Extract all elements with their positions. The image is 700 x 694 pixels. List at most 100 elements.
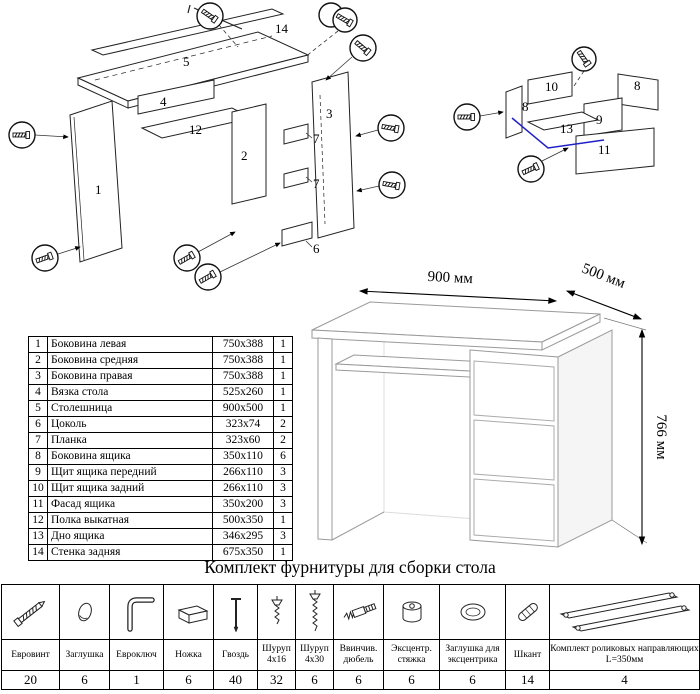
part-label: 3: [326, 106, 333, 121]
leg-icon: [177, 605, 208, 624]
hw-item-qty: 6: [163, 670, 214, 690]
part-size: 350x200: [212, 496, 274, 513]
part-label: 8: [522, 99, 529, 114]
desk-exploded-diagram: [69, 4, 355, 263]
hw-item-qty: 6: [295, 670, 334, 690]
part-label: 6: [313, 241, 320, 256]
hardware-callouts-left: [8, 2, 406, 291]
drawer-unit-side: [557, 329, 613, 548]
part-label: 14: [275, 21, 289, 36]
part-num: 4: [28, 384, 48, 401]
hex-key-icon: [126, 597, 155, 632]
part-label: 12: [189, 122, 202, 137]
part-name: Боковина правая: [47, 368, 213, 385]
hardware-qty-row: 20 6 1 6 40 32 6 6 6 6 14 4: [1, 670, 700, 690]
part-num: 10: [28, 480, 48, 497]
part-label: 10: [545, 79, 558, 94]
part-label: 9: [596, 112, 603, 127]
part-num: 5: [28, 400, 48, 417]
nail-icon: [231, 598, 241, 633]
drawer-exploded-diagram: [505, 71, 659, 175]
part-plank-top: [283, 123, 309, 145]
hw-icon-cell: [1, 584, 60, 640]
part-label: 7: [313, 176, 320, 191]
hw-item-name: Ножка: [163, 639, 214, 671]
part-size: 750x388: [212, 352, 274, 369]
part-qty: 2: [273, 416, 293, 433]
hw-item-qty: 32: [257, 670, 296, 690]
part-apron: [137, 79, 215, 115]
part-name: Фасад ящика: [47, 496, 213, 513]
hw-item-qty: 14: [505, 670, 550, 690]
part-num: 12: [28, 512, 48, 529]
hw-item-qty: 6: [59, 670, 110, 690]
hw-icon-cell: [163, 584, 214, 640]
dowel-screw-icon: [343, 603, 377, 621]
part-name: Полка выкатная: [47, 512, 213, 529]
part-drawer-back: [527, 71, 573, 105]
drawer-front-3: [473, 478, 555, 542]
hw-item-name: Евроключ: [109, 639, 164, 671]
cam-cap-icon: [460, 603, 485, 621]
hw-icon-cell: [549, 584, 700, 640]
part-name: Дно ящика: [47, 528, 213, 545]
desk-drawing: [311, 301, 613, 548]
hw-icon-cell: [59, 584, 110, 640]
part-label: 2: [241, 148, 248, 163]
desk-render: 900 мм 500 мм 766 мм: [311, 261, 669, 548]
hw-item-qty: 40: [213, 670, 258, 690]
hw-item-name: Эксцентр. стяжка: [383, 639, 440, 671]
hw-item-name: Гвоздь: [213, 639, 258, 671]
part-plank-bottom: [283, 167, 309, 189]
hw-icon-cell: [257, 584, 296, 640]
hw-icon-cell: [439, 584, 506, 640]
part-name: Столешница: [47, 400, 213, 417]
hw-icon-cell: [295, 584, 334, 640]
hw-item-qty: 1: [109, 670, 164, 690]
part-label: 13: [560, 121, 573, 136]
depth-dimension-label: 500 мм: [579, 261, 627, 292]
part-size: 525x260: [212, 384, 274, 401]
part-labels-right: 10 8 8 9 13 11: [522, 78, 641, 157]
part-name: Стенка задняя: [47, 544, 213, 561]
dimension-arrows: [358, 288, 646, 546]
part-size: 323x74: [212, 416, 274, 433]
part-qty: 1: [273, 400, 293, 417]
part-size: 266x110: [212, 464, 274, 481]
hw-item-qty: 6: [333, 670, 384, 690]
part-label: 1: [95, 182, 102, 197]
hardware-kit-title: Комплект фурнитуры для сборки стола: [204, 557, 496, 577]
hw-item-name: Шуруп 4x30: [295, 639, 334, 671]
screw-4x30-icon: [308, 590, 321, 632]
part-size: 346x295: [212, 528, 274, 545]
part-name: Вязка стола: [47, 384, 213, 401]
width-dimension-arrow: [358, 288, 558, 304]
part-size: 750x388: [212, 368, 274, 385]
height-dimension-label: 766 мм: [653, 414, 669, 460]
part-name: Щит ящика задний: [47, 480, 213, 497]
hw-item-name: Комплект роликовых направляющих L=350мм: [549, 639, 700, 671]
exploded-diagrams: 5 14 4 12 2 1 3 7 7 6: [8, 2, 659, 291]
part-size: 500x350: [212, 512, 274, 529]
part-name: Боковина средняя: [47, 352, 213, 369]
part-name: Боковина ящика: [47, 448, 213, 465]
part-label: 5: [183, 54, 190, 69]
hardware-icons-row: [1, 584, 700, 640]
part-num: 11: [28, 496, 48, 513]
part-num: 1: [28, 336, 48, 353]
part-labels-left: 5 14 4 12 2 1 3 7 7 6: [95, 21, 333, 256]
euroscrew-icon: [12, 600, 45, 628]
part-qty: 3: [273, 480, 293, 497]
